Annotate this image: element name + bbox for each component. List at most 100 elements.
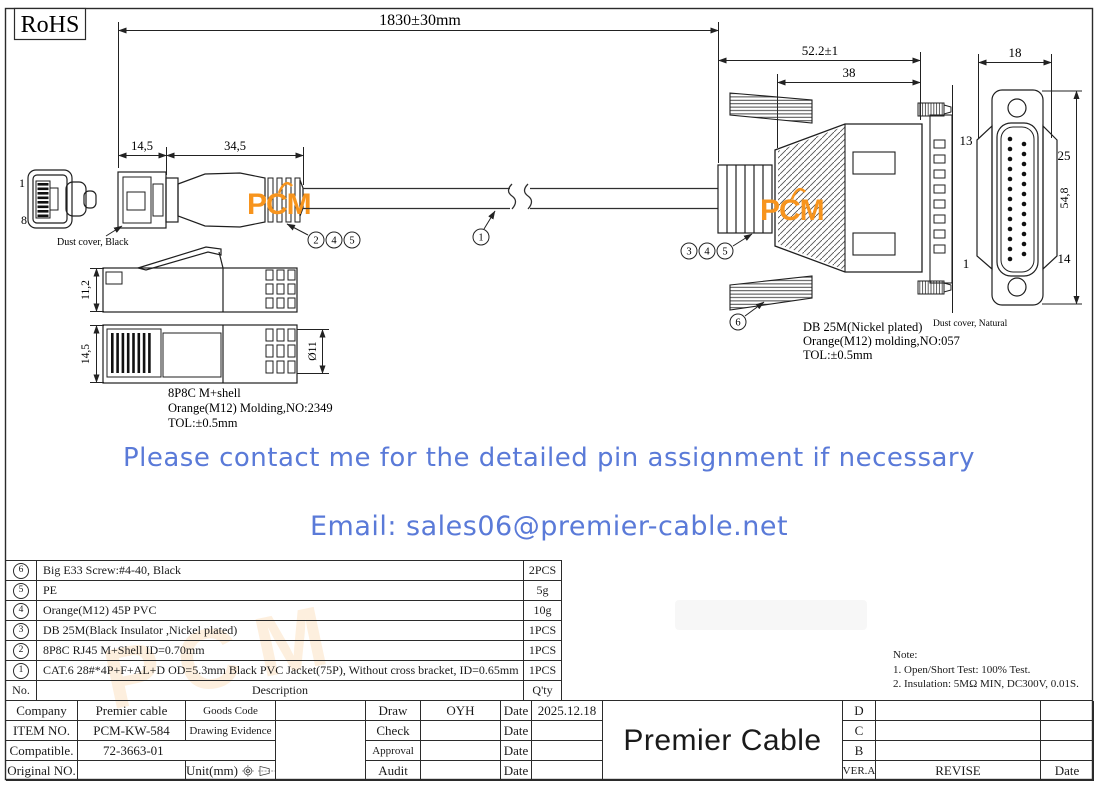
dust-cover-black-label: Dust cover, Black: [57, 237, 129, 248]
db25-thumbscrew-bottom: [917, 280, 945, 295]
pcm-logo-right-text: PCM: [760, 194, 824, 227]
approval-value: [421, 741, 501, 761]
audit-date-value: [532, 761, 603, 781]
svg-text:4: 4: [331, 236, 337, 247]
date-label: Date: [501, 761, 532, 781]
rj45-pin8-label: 8: [21, 213, 27, 227]
brand-name: Premier Cable: [603, 701, 843, 781]
audit-label: Audit: [366, 761, 421, 781]
dim-rj45-lengths: [118, 147, 304, 185]
dim-db25-face: [978, 54, 1082, 305]
rev-desc-c: [876, 721, 1041, 741]
email-notice: Email: sales06@premier-cable.net: [309, 511, 789, 542]
goods-code-label: Goods Code: [186, 701, 276, 721]
projection-cone-icon: [257, 765, 275, 776]
db25-face-view: [976, 89, 1058, 306]
db25-spec-2: Orange(M12) molding,NO:057: [803, 334, 960, 348]
date-label: Date: [501, 741, 532, 761]
bom-row-description: Orange(M12) 45P PVC: [37, 601, 524, 621]
dim-boot-dia-label: Ø11: [307, 341, 319, 361]
svg-text:5: 5: [722, 247, 727, 258]
cable-break-icon: [507, 183, 517, 210]
bom-row-qty: 1PCS: [524, 661, 561, 681]
bom-header-description: Description: [37, 681, 524, 701]
bom-row-no: 5: [6, 581, 37, 601]
db25-spec-1: DB 25M(Nickel plated): [803, 320, 922, 334]
rohs-label: RoHS: [21, 12, 80, 38]
db25-pin14-label: 14: [1058, 251, 1072, 266]
rev-row-d: D: [843, 701, 876, 721]
svg-text:6: 6: [735, 318, 740, 329]
original-no-value: [78, 761, 186, 781]
db25-pin1-label: 1: [963, 256, 970, 271]
drawing-evidence-label: Drawing Evidence: [186, 721, 276, 741]
db25-pin13-label: 13: [960, 133, 973, 148]
audit-value: [421, 761, 501, 781]
db25-face-pins: [1007, 136, 1027, 262]
db25-wires-top: [729, 92, 813, 124]
pcm-logo-right-ornament: [790, 187, 806, 200]
callout-cable: 1: [472, 210, 496, 246]
rohs-badge: RoHS: [13, 7, 87, 41]
dim-face-height-label: 54,8: [1057, 188, 1071, 209]
compatible-label: Compatible.: [6, 741, 78, 761]
note-item-1: 1. Open/Short Test: 100% Test.: [893, 663, 1031, 676]
title-block: Company Premier cable Goods Code Draw OY…: [5, 700, 1094, 781]
rev-row-c: C: [843, 721, 876, 741]
bom-row-qty: 1PCS: [524, 621, 561, 641]
db25-spec-3: TOL:±0.5mm: [803, 348, 873, 362]
company-value: Premier cable: [78, 701, 186, 721]
item-no-value: PCM-KW-584: [78, 721, 186, 741]
bom-row-no: 1: [6, 661, 37, 681]
goods-code-value: [276, 701, 366, 721]
svg-text:1: 1: [478, 233, 483, 244]
approval-label: Approval: [366, 741, 421, 761]
unit-label: Unit(mm): [186, 762, 238, 778]
note-title: Note:: [893, 649, 918, 661]
cable: [303, 183, 718, 210]
date-label: Date: [501, 701, 532, 721]
svg-text:5: 5: [349, 236, 354, 247]
rev-date-c: [1041, 721, 1094, 741]
bom-row-no: 4: [6, 601, 37, 621]
rj45-side-view-top: [102, 246, 298, 313]
draw-value: OYH: [421, 701, 501, 721]
pcm-logo-left-ornament: [277, 181, 293, 194]
pcm-logo-left-text: PCM: [247, 188, 311, 221]
rj45-pin1-label: 1: [19, 176, 25, 190]
callout-rj45-group: 2 4 5: [286, 223, 361, 249]
unit-cell: Unit(mm): [186, 761, 276, 781]
approval-date-value: [532, 741, 603, 761]
bom-row-description: CAT.6 28#*4P+F+AL+D OD=5.3mm Black PVC J…: [37, 661, 524, 681]
bom-row-qty: 1PCS: [524, 641, 561, 661]
rj45-spec-1: 8P8C M+shell: [168, 386, 241, 400]
callout-db25-group: 3 4 5: [680, 233, 753, 260]
rj45-front-pins: [37, 183, 49, 218]
item-no-label: ITEM NO.: [6, 721, 78, 741]
db25-dust-cover-ribs: [933, 139, 946, 254]
dim-overall-label: 1830±30mm: [379, 12, 461, 29]
bom-row-description: Big E33 Screw:#4-40, Black: [37, 561, 524, 581]
db25-hood-hatch: [778, 126, 845, 270]
drawing-evidence-value: [276, 721, 366, 781]
rev-row-b: B: [843, 741, 876, 761]
note-item-2: 2. Insulation: 5MΩ MIN, DC300V, 0.01S.: [893, 678, 1079, 690]
rev-date-d: [1041, 701, 1094, 721]
check-value: [421, 721, 501, 741]
bom-row-qty: 10g: [524, 601, 561, 621]
rj45-plug-boot-view: [117, 171, 304, 229]
revise-label: REVISE: [876, 761, 1041, 781]
bom-table: 6 Big E33 Screw:#4-40, Black 2PCS 5 PE 5…: [5, 560, 562, 701]
ver-label: VER.A: [843, 761, 876, 781]
pcm-logo-right: PCM: [760, 187, 825, 227]
note-block: Note: 1. Open/Short Test: 100% Test. 2. …: [893, 648, 1079, 692]
callout-screw: 6: [729, 301, 765, 331]
bom-header-no: No.: [6, 681, 37, 701]
svg-text:4: 4: [704, 247, 710, 258]
contact-notice: Please contact me for the detailed pin a…: [122, 443, 976, 473]
rev-desc-d: [876, 701, 1041, 721]
pcm-logo-left: PCM: [247, 181, 312, 221]
bom-row-description: 8P8C RJ45 M+Shell ID=0.70mm: [37, 641, 524, 661]
check-label: Check: [366, 721, 421, 741]
